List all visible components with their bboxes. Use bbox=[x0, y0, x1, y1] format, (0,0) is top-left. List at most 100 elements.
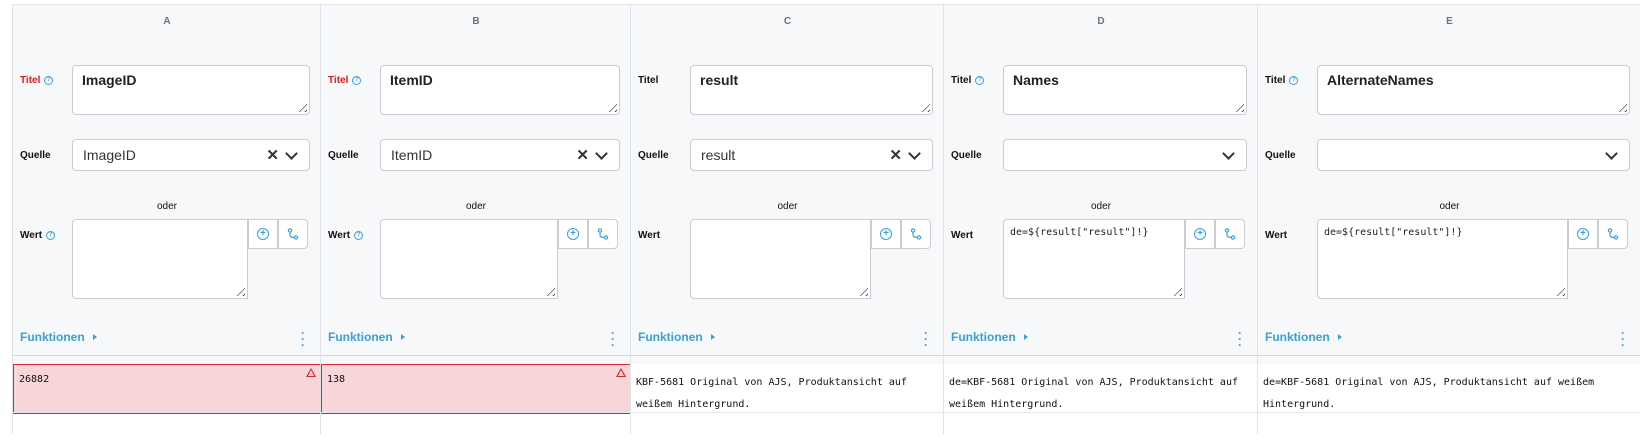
functions-toggle[interactable]: Funktionen bbox=[638, 330, 715, 344]
source-label: Quelle bbox=[951, 150, 982, 161]
branch-button[interactable] bbox=[1215, 219, 1245, 249]
branch-button[interactable] bbox=[278, 219, 308, 249]
source-select[interactable] bbox=[1317, 139, 1630, 171]
add-function-button[interactable]: + bbox=[1568, 219, 1598, 249]
column-letter: B bbox=[472, 16, 480, 27]
warning-icon bbox=[306, 368, 316, 377]
preview-cell[interactable]: de=KBF-5681 Original von AJS, Produktans… bbox=[944, 364, 1258, 414]
value-label: Wert bbox=[1265, 230, 1288, 241]
branch-icon bbox=[1607, 228, 1619, 240]
source-label: Quelle bbox=[1265, 150, 1296, 161]
or-label: oder bbox=[1439, 201, 1460, 212]
help-icon[interactable]: ? bbox=[1289, 76, 1299, 85]
title-label: Titel bbox=[638, 75, 659, 86]
column-header: B Titel? ItemID Quelle ItemID ✕ oder Wer… bbox=[321, 4, 631, 373]
title-input[interactable]: AlternateNames bbox=[1317, 65, 1630, 115]
resize-handle-icon[interactable] bbox=[543, 284, 555, 296]
branch-icon bbox=[287, 228, 299, 240]
chevron-down-icon[interactable] bbox=[1605, 146, 1618, 160]
value-input[interactable] bbox=[380, 219, 558, 299]
column-header: D Titel? Names Quelle oder Wert de=${res… bbox=[944, 4, 1258, 373]
more-options-icon[interactable]: ··· bbox=[301, 326, 305, 352]
add-function-button[interactable]: + bbox=[248, 219, 278, 249]
resize-handle-icon[interactable] bbox=[233, 284, 245, 296]
column-letter: E bbox=[1446, 16, 1453, 27]
more-options-icon[interactable]: ··· bbox=[611, 326, 615, 352]
title-label: Titel? bbox=[328, 75, 362, 86]
plus-circle-icon: + bbox=[1577, 228, 1589, 240]
clear-icon[interactable]: ✕ bbox=[266, 147, 279, 164]
preview-cell[interactable]: de=KBF-5681 Original von AJS, Produktans… bbox=[1258, 364, 1640, 414]
value-label: Wert? bbox=[328, 230, 364, 241]
more-options-icon[interactable]: ··· bbox=[1238, 326, 1242, 352]
value-input[interactable] bbox=[690, 219, 871, 299]
add-function-button[interactable]: + bbox=[1185, 219, 1215, 249]
source-label: Quelle bbox=[638, 150, 669, 161]
title-input[interactable]: result bbox=[690, 65, 933, 115]
header-divider bbox=[631, 355, 944, 356]
or-label: oder bbox=[156, 201, 177, 212]
caret-right-icon bbox=[1337, 334, 1342, 340]
value-input[interactable] bbox=[72, 219, 248, 299]
value-input[interactable]: de=${result["result"]!} bbox=[1003, 219, 1185, 299]
resize-handle-icon[interactable] bbox=[856, 284, 868, 296]
add-function-button[interactable]: + bbox=[871, 219, 901, 249]
add-function-button[interactable]: + bbox=[558, 219, 588, 249]
caret-right-icon bbox=[92, 334, 97, 340]
plus-circle-icon: + bbox=[567, 228, 579, 240]
title-label: Titel? bbox=[1265, 75, 1299, 86]
preview-cell[interactable]: 138 bbox=[321, 364, 631, 414]
column-mapping-grid: A Titel? ImageID Quelle ImageID ✕ oder W… bbox=[12, 4, 1640, 434]
functions-toggle[interactable]: Funktionen bbox=[20, 330, 97, 344]
resize-handle-icon[interactable] bbox=[1232, 100, 1244, 112]
value-label: Wert? bbox=[20, 230, 56, 241]
resize-handle-icon[interactable] bbox=[295, 100, 307, 112]
column-c: C Titel result Quelle result ✕ oder Wert bbox=[630, 4, 944, 434]
help-icon[interactable]: ? bbox=[44, 76, 54, 85]
resize-handle-icon[interactable] bbox=[1170, 284, 1182, 296]
branch-button[interactable] bbox=[901, 219, 931, 249]
help-icon[interactable]: ? bbox=[46, 231, 56, 240]
resize-handle-icon[interactable] bbox=[1553, 284, 1565, 296]
source-select[interactable]: ItemID ✕ bbox=[380, 139, 620, 171]
clear-icon[interactable]: ✕ bbox=[889, 147, 902, 164]
chevron-down-icon[interactable] bbox=[595, 146, 608, 160]
source-label: Quelle bbox=[328, 150, 359, 161]
resize-handle-icon[interactable] bbox=[605, 100, 617, 112]
chevron-down-icon[interactable] bbox=[908, 146, 921, 160]
preview-cell[interactable]: 26882 bbox=[13, 364, 321, 414]
more-options-icon[interactable]: ··· bbox=[1621, 326, 1625, 352]
help-icon[interactable]: ? bbox=[352, 76, 362, 85]
source-select[interactable]: ImageID ✕ bbox=[72, 139, 310, 171]
title-label: Titel? bbox=[951, 75, 985, 86]
functions-toggle[interactable]: Funktionen bbox=[328, 330, 405, 344]
title-input[interactable]: Names bbox=[1003, 65, 1247, 115]
value-label: Wert bbox=[951, 230, 974, 241]
header-divider bbox=[1258, 355, 1640, 356]
help-icon[interactable]: ? bbox=[975, 76, 985, 85]
caret-right-icon bbox=[1023, 334, 1028, 340]
chevron-down-icon[interactable] bbox=[285, 146, 298, 160]
source-select[interactable] bbox=[1003, 139, 1247, 171]
value-input[interactable]: de=${result["result"]!} bbox=[1317, 219, 1568, 299]
branch-button[interactable] bbox=[588, 219, 618, 249]
header-divider bbox=[321, 355, 631, 356]
source-select[interactable]: result ✕ bbox=[690, 139, 933, 171]
clear-icon[interactable]: ✕ bbox=[576, 147, 589, 164]
source-label: Quelle bbox=[20, 150, 51, 161]
resize-handle-icon[interactable] bbox=[1615, 100, 1627, 112]
column-header: C Titel result Quelle result ✕ oder Wert bbox=[631, 4, 944, 373]
column-a: A Titel? ImageID Quelle ImageID ✕ oder W… bbox=[12, 4, 321, 434]
title-input[interactable]: ImageID bbox=[72, 65, 310, 115]
resize-handle-icon[interactable] bbox=[918, 100, 930, 112]
plus-circle-icon: + bbox=[880, 228, 892, 240]
help-icon[interactable]: ? bbox=[354, 231, 364, 240]
preview-cell[interactable]: KBF-5681 Original von AJS, Produktansich… bbox=[631, 364, 944, 414]
functions-toggle[interactable]: Funktionen bbox=[1265, 330, 1342, 344]
branch-button[interactable] bbox=[1598, 219, 1628, 249]
functions-toggle[interactable]: Funktionen bbox=[951, 330, 1028, 344]
more-options-icon[interactable]: ··· bbox=[924, 326, 928, 352]
chevron-down-icon[interactable] bbox=[1222, 146, 1235, 160]
column-letter: D bbox=[1097, 16, 1105, 27]
title-input[interactable]: ItemID bbox=[380, 65, 620, 115]
